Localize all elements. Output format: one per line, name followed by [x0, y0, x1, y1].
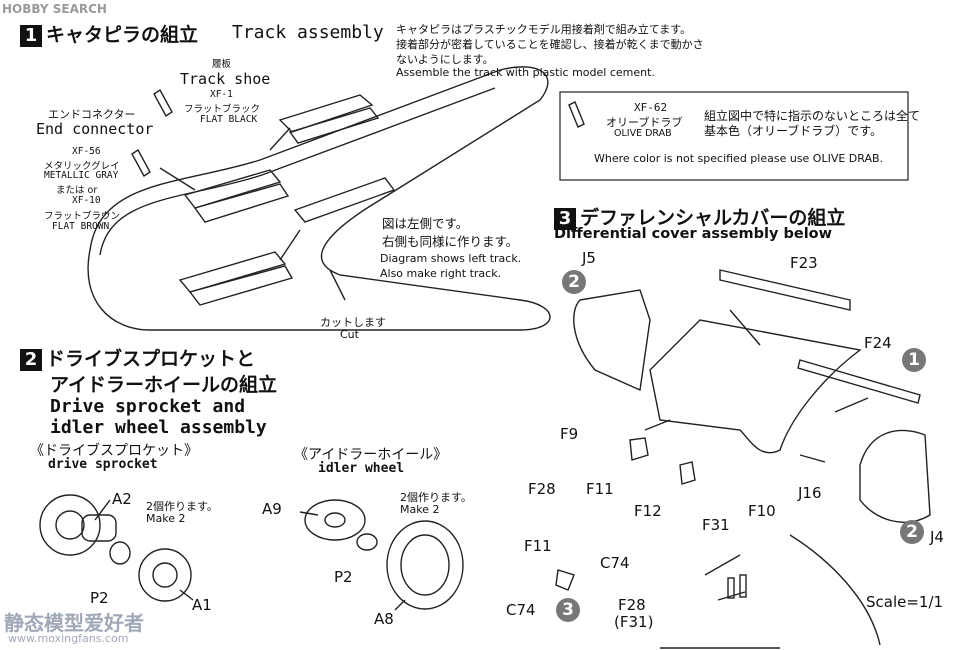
section1-title-jp: キャタピラの組立	[46, 24, 199, 46]
part-c74: C74	[600, 554, 630, 572]
diagram-jp-2: 右側も同様に作ります。	[382, 234, 519, 249]
step-number: 3	[554, 207, 576, 230]
step-number: 2	[20, 348, 42, 371]
part-j16: J16	[798, 484, 822, 502]
color-note-jp-1: 組立図中で特に指示のないところは全て	[704, 109, 921, 123]
part-j5: J5	[582, 249, 596, 267]
color-jp: オリーブドラブ	[606, 116, 683, 129]
part-a8: A8	[374, 610, 394, 628]
part-f24: F24	[864, 334, 892, 352]
part-p2-idler: P2	[334, 568, 353, 586]
section1-note-jp-2: 接着部分が密着していることを確認し、接着が乾くまで動かさ	[396, 38, 704, 51]
track-shoe-jp: 履板	[212, 59, 232, 70]
section2-title-en-2: idler wheel assembly	[50, 417, 267, 438]
end-code-1: XF-56	[72, 146, 101, 157]
end-connector-en: End connector	[36, 120, 154, 138]
watermark-bottom: 静态模型爱好者	[4, 611, 144, 635]
step-number: 1	[20, 24, 42, 47]
part-f11: F11	[586, 480, 614, 498]
section1-title-en: Track assembly	[232, 22, 384, 43]
section1-note-jp-3: ないようにします。	[396, 53, 494, 66]
part-f31: F31	[702, 516, 730, 534]
sprocket-jp: 《ドライブスプロケット》	[30, 443, 198, 459]
track-shoe-color-jp: フラットブラック	[184, 104, 261, 115]
idler-en: idler wheel	[318, 461, 405, 476]
marker-1-f24: 1	[902, 348, 926, 372]
color-note-jp-2: 基本色（オリーブドラブ）です。	[704, 124, 883, 138]
part-f10: F10	[748, 502, 776, 520]
or-text: または or	[56, 185, 98, 196]
watermark-url: www.moxingfans.com	[8, 632, 129, 645]
section1-note-en: Assemble the track with plastic model ce…	[396, 66, 655, 79]
part-c74-detail: C74	[506, 601, 536, 619]
part-f9: F9	[560, 425, 579, 443]
sprocket-en: drive sprocket	[48, 457, 158, 472]
track-shoe-code: XF-1	[210, 89, 233, 100]
cut-en: Cut	[340, 328, 359, 341]
section2-title-jp-1: ドライブスプロケットと	[46, 348, 256, 370]
end-color-1-en: METALLIC GRAY	[44, 170, 119, 181]
track-shoe-en: Track shoe	[180, 70, 271, 88]
section3-title-jp: デファレンシャルカバーの組立	[580, 207, 846, 229]
diagram-jp-1: 図は左側です。	[382, 216, 469, 231]
part-f31-detail: (F31)	[614, 613, 654, 631]
part-a2: A2	[112, 490, 132, 508]
cut-jp: カットします	[320, 316, 386, 329]
end-code-2: XF-10	[72, 195, 101, 206]
end-connector-jp: エンドコネクター	[48, 108, 136, 121]
sprocket-make2-jp: 2個作ります。	[146, 500, 218, 513]
watermark-top: HOBBY SEARCH	[2, 2, 107, 16]
marker-3-c74: 3	[556, 598, 580, 622]
part-j4: J4	[930, 528, 944, 546]
track-shoe-color-en: FLAT BLACK	[200, 114, 258, 125]
scale-label: Scale=1/1	[866, 593, 944, 611]
color-en: OLIVE DRAB	[614, 128, 672, 139]
end-color-1-jp: メタリックグレイ	[44, 161, 120, 172]
idler-make2-jp: 2個作ります。	[400, 491, 472, 504]
section2-title-jp-2: アイドラーホイールの組立	[50, 374, 278, 396]
color-code: XF-62	[634, 101, 668, 114]
diagram-en-2: Also make right track.	[380, 267, 502, 280]
marker-2-j4: 2	[900, 520, 924, 544]
section1-note-jp-1: キャタピラはプラスチックモデル用接着剤で組み立てます。	[396, 23, 692, 36]
part-f23: F23	[790, 254, 818, 272]
part-f12: F12	[634, 502, 662, 520]
diagram-en-1: Diagram shows left track.	[380, 252, 522, 265]
section2-title-en-1: Drive sprocket and	[50, 396, 246, 417]
idler-jp: 《アイドラーホイール》	[294, 447, 448, 463]
part-f28: F28	[528, 480, 556, 498]
end-color-2-jp: フラットブラウン	[44, 211, 121, 222]
section3-title-en: Differential cover assembly below	[554, 226, 833, 242]
part-a9: A9	[262, 500, 282, 518]
part-f11-detail: F11	[524, 537, 552, 555]
part-a1: A1	[192, 596, 212, 614]
idler-make2-en: Make 2	[400, 503, 440, 516]
part-f28-detail: F28	[618, 596, 646, 614]
color-note-en: Where color is not specified please use …	[594, 152, 884, 165]
sprocket-make2-en: Make 2	[146, 512, 186, 525]
part-p2: P2	[90, 589, 109, 607]
marker-2-j5: 2	[562, 270, 586, 294]
end-color-2-en: FLAT BROWN	[52, 221, 110, 232]
